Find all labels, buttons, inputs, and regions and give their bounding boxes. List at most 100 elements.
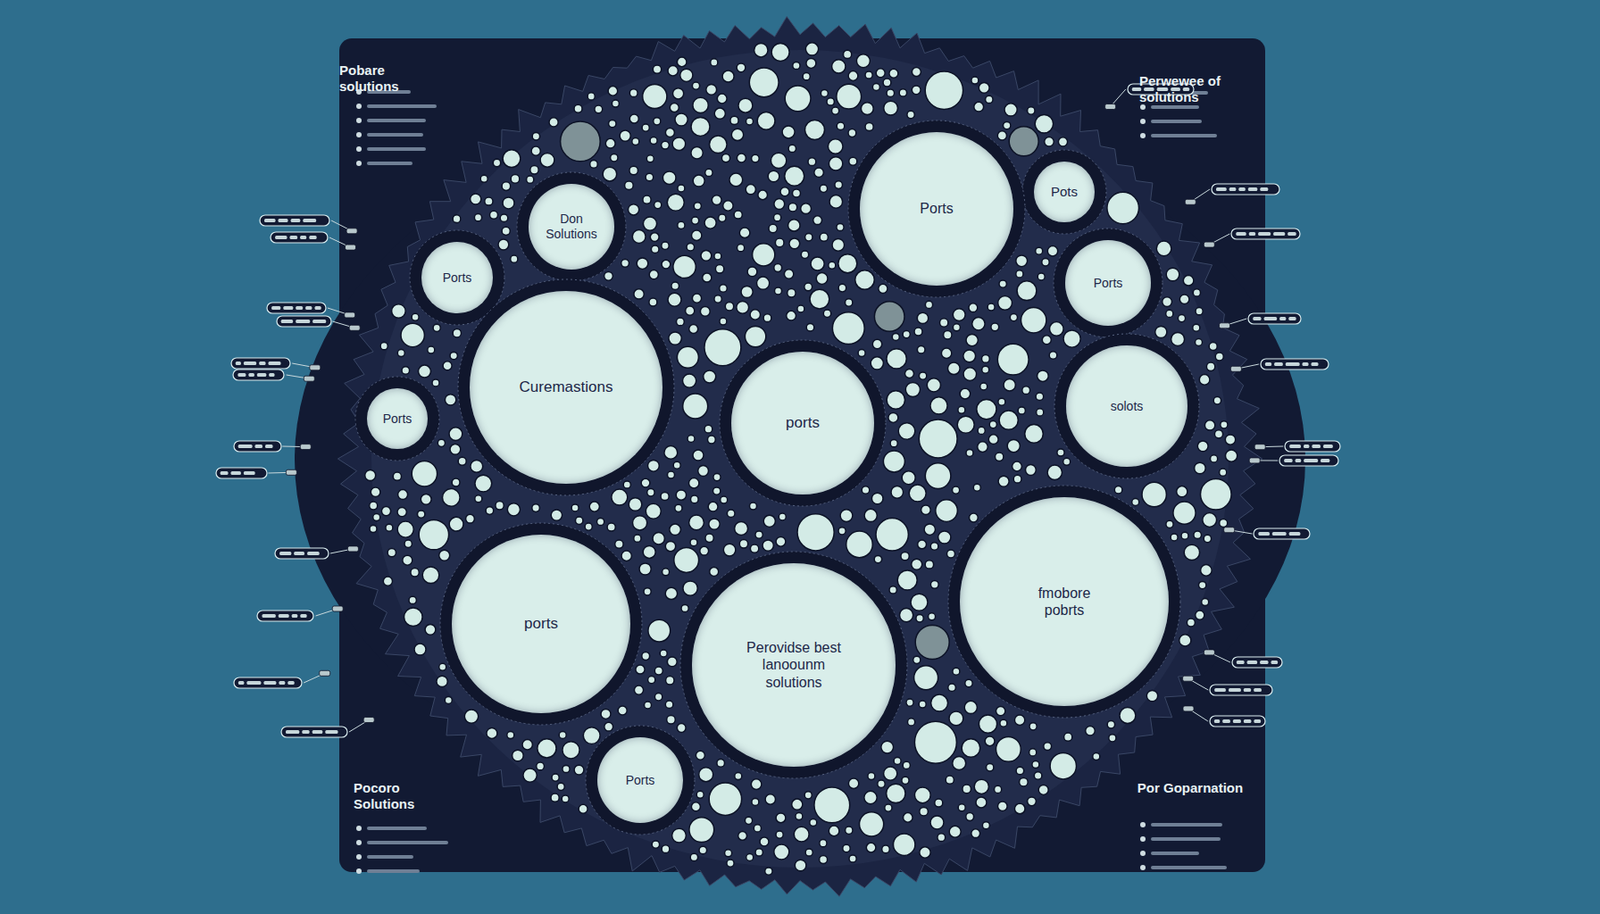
small-bubble <box>809 819 817 827</box>
small-bubble <box>952 324 960 332</box>
small-bubble <box>908 718 916 726</box>
small-bubble <box>418 519 449 550</box>
callout-mark <box>278 218 289 223</box>
small-bubble <box>550 509 562 521</box>
small-bubble <box>1203 534 1211 542</box>
small-bubble <box>930 580 939 589</box>
small-bubble <box>986 764 994 772</box>
small-bubble <box>948 362 961 375</box>
small-bubble <box>571 504 579 512</box>
small-bubble <box>370 487 381 498</box>
small-bubble <box>925 300 933 309</box>
small-bubble <box>621 258 630 267</box>
small-bubble <box>380 342 388 350</box>
list-bullet <box>1140 133 1146 139</box>
connector-plug <box>1105 104 1117 110</box>
node-ring <box>848 120 1025 298</box>
small-bubble <box>654 201 662 209</box>
small-bubble <box>408 596 417 604</box>
small-bubble <box>989 421 997 429</box>
small-bubble <box>485 507 494 516</box>
small-bubble <box>1173 501 1196 525</box>
corner-heading: Perwewee of solutions <box>1139 73 1247 106</box>
small-bubble <box>691 216 700 225</box>
small-bubble <box>683 581 698 596</box>
small-bubble <box>810 257 825 271</box>
small-bubble <box>397 350 405 358</box>
node-text: ports <box>785 414 820 433</box>
small-bubble <box>522 740 533 750</box>
small-bubble <box>1179 634 1192 647</box>
small-bubble <box>750 544 759 553</box>
node-ring <box>719 340 886 507</box>
small-bubble <box>836 83 862 109</box>
small-bubble <box>952 486 960 494</box>
callout-mark <box>1303 444 1309 449</box>
small-bubble <box>754 43 768 58</box>
small-bubble <box>952 757 967 771</box>
small-bubble <box>789 238 800 250</box>
connector-plug <box>1203 650 1215 656</box>
small-bubble <box>1119 708 1136 725</box>
small-bubble <box>924 524 935 535</box>
small-bubble <box>893 833 916 856</box>
small-bubble <box>410 568 419 577</box>
small-bubble <box>845 299 853 307</box>
small-bubble <box>693 202 701 210</box>
small-bubble <box>999 280 1007 288</box>
small-bubble <box>753 825 761 833</box>
small-bubble <box>865 71 873 79</box>
connector-plug <box>303 375 315 382</box>
small-bubble <box>984 736 995 747</box>
small-bubble <box>1016 255 1028 267</box>
small-bubble <box>883 78 892 87</box>
small-bubble <box>629 166 639 175</box>
callout-mark <box>1253 688 1262 692</box>
list-bullet <box>356 132 362 138</box>
small-bubble <box>668 332 682 345</box>
small-bubble <box>632 138 640 146</box>
callout-pill <box>1279 455 1339 467</box>
callout-pill <box>275 548 329 559</box>
list-line <box>1150 105 1200 109</box>
small-bubble <box>916 615 924 623</box>
small-bubble <box>875 68 885 78</box>
small-bubble <box>963 350 976 363</box>
small-bubble <box>666 676 675 685</box>
small-bubble <box>762 540 774 551</box>
small-bubble <box>1215 352 1224 361</box>
small-bubble <box>819 856 828 865</box>
small-bubble <box>763 515 775 527</box>
small-bubble <box>926 378 941 392</box>
small-bubble <box>713 474 721 482</box>
small-bubble <box>650 137 658 145</box>
callout-mark <box>1259 187 1268 192</box>
callout-mark <box>300 614 307 618</box>
small-bubble <box>958 406 966 414</box>
callout-pill <box>1260 358 1329 370</box>
small-bubble <box>651 841 659 849</box>
small-bubble <box>808 158 817 167</box>
small-bubble <box>900 551 909 560</box>
list-line <box>1150 133 1217 138</box>
small-bubble <box>928 613 936 621</box>
small-bubble <box>795 813 803 821</box>
callout-mark <box>281 319 293 324</box>
small-bubble <box>1210 455 1218 463</box>
node-text: Ports <box>1093 275 1124 292</box>
small-bubble <box>836 122 845 131</box>
small-bubble <box>1033 772 1042 781</box>
callout-mark <box>235 361 242 366</box>
small-bubble <box>450 443 461 455</box>
list-bullet <box>1140 822 1146 828</box>
small-bubble <box>874 555 882 563</box>
small-bubble <box>1166 309 1174 317</box>
small-bubble <box>738 98 753 113</box>
callout-mark <box>1289 444 1301 449</box>
connector-plug <box>346 228 358 234</box>
callout-mark <box>1272 532 1287 536</box>
node-ring <box>458 279 675 496</box>
small-bubble <box>1092 753 1100 761</box>
connector-plug <box>347 546 359 552</box>
small-bubble <box>828 261 836 269</box>
